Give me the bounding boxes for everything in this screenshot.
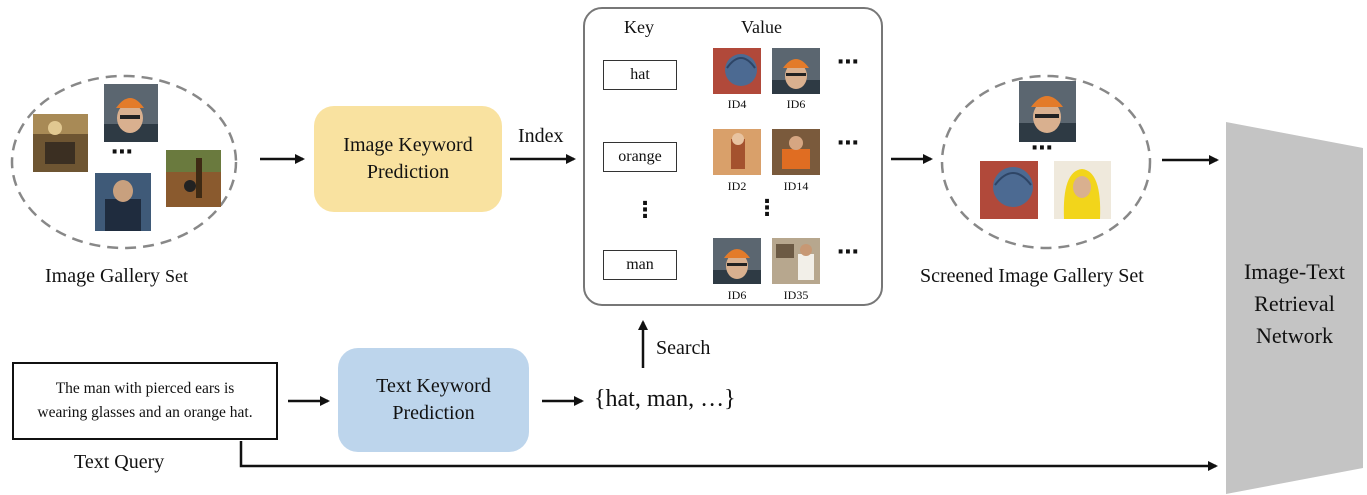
text-keyword-prediction-box: Text Keyword Prediction (338, 348, 529, 452)
screened-ellipse (940, 74, 1152, 250)
key-orange: orange (603, 142, 677, 172)
text-query-box: The man with pierced ears is wearing gla… (12, 362, 278, 440)
retrieval-network-label: Image-Text Retrieval Network (1226, 256, 1363, 352)
gallery-ellipsis: ⋯ (111, 140, 134, 165)
value-thumb-id6-a (772, 48, 820, 94)
value-thumb-id6-b (713, 238, 761, 284)
gallery-label-main: Image Gallery (45, 265, 160, 287)
gallery-label-suffix: Set (164, 266, 188, 286)
gallery-thumb-room (33, 114, 88, 172)
id-label-id2: ID2 (727, 179, 747, 193)
value-thumb-id2 (713, 129, 761, 175)
arrow-query-to-network (239, 441, 1218, 471)
text-query-label: Text Query (74, 451, 165, 473)
value-vertical-ellipsis: ⋮ (756, 196, 779, 221)
screened-ellipsis: ⋯ (1031, 136, 1054, 161)
row-man-ellipsis: ⋯ (837, 240, 860, 265)
row-hat-ellipsis: ⋯ (837, 50, 860, 75)
gallery-thumb-hat-man (104, 84, 158, 142)
key-header: Key (624, 17, 654, 37)
screened-thumb-beanie (980, 161, 1038, 219)
value-thumb-id4 (713, 48, 761, 94)
network-line3: Network (1256, 323, 1333, 348)
gallery-ellipse (10, 74, 238, 250)
keywords-set: {hat, man, …} (594, 386, 736, 412)
ikp-line2: Prediction (366, 161, 450, 183)
key-vertical-ellipsis: ⋮ (634, 198, 657, 223)
id-label-id6-b: ID6 (727, 288, 747, 302)
screened-thumb-hat-man (1019, 81, 1076, 142)
value-header: Value (741, 17, 782, 37)
text-query-line2: wearing glasses and an orange hat. (37, 404, 253, 421)
tkp-line2: Prediction (392, 402, 475, 424)
gallery-thumb-forest (166, 150, 221, 207)
gallery-label: Image Gallery Set (45, 265, 188, 288)
text-query-line1: The man with pierced ears is (55, 380, 235, 397)
value-thumb-id14 (772, 129, 820, 175)
value-thumb-id35 (772, 238, 820, 284)
key-hat: hat (603, 60, 677, 90)
screened-label: Screened Image Gallery Set (920, 265, 1144, 287)
network-shape (1226, 122, 1363, 494)
image-keyword-prediction-box: Image Keyword Prediction (314, 106, 502, 212)
key-man: man (603, 250, 677, 280)
id-label-id4: ID4 (727, 97, 747, 111)
screened-thumb-yellow (1054, 161, 1111, 219)
index-label: Index (518, 125, 564, 147)
ikp-line1: Image Keyword (343, 134, 473, 156)
search-label: Search (656, 337, 711, 359)
gallery-thumb-phone (95, 173, 151, 231)
id-label-id35: ID35 (783, 288, 809, 302)
network-line1: Image-Text (1243, 259, 1346, 284)
tkp-line1: Text Keyword (376, 375, 491, 397)
network-line2: Retrieval (1254, 291, 1335, 316)
row-orange-ellipsis: ⋯ (837, 131, 860, 156)
id-label-id6-a: ID6 (786, 97, 806, 111)
id-label-id14: ID14 (783, 179, 809, 193)
